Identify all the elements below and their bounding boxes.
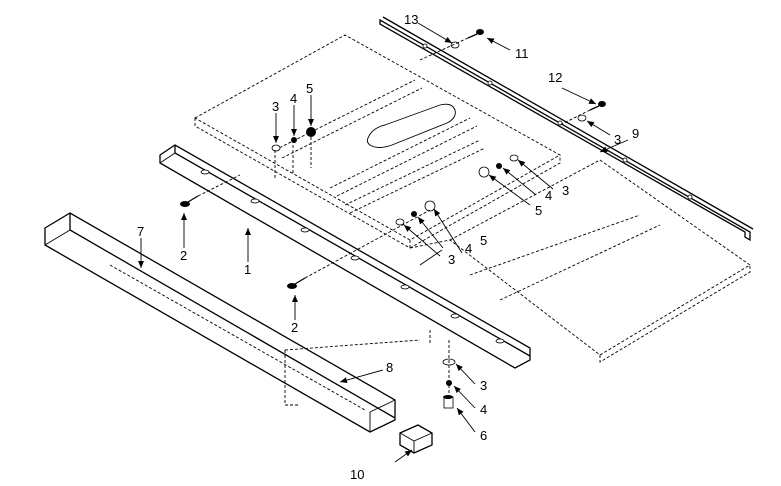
callout-7: 7	[137, 224, 144, 239]
callout-9: 9	[632, 126, 639, 141]
callout-11: 11	[515, 46, 529, 61]
callout-2-upper: 2	[180, 248, 187, 263]
callout-6: 6	[480, 428, 487, 443]
rail-hole-rows	[274, 79, 486, 214]
callout-3-top-left: 3	[272, 99, 279, 114]
callout-4-middle: 4	[545, 188, 552, 203]
callout-5-lower: 5	[480, 233, 487, 248]
insert-slot	[366, 103, 456, 148]
part-1-front-rail	[159, 144, 531, 369]
part-9-rear-rail	[379, 16, 754, 242]
callout-3-lower: 3	[448, 252, 455, 267]
callout-3-middle: 3	[562, 183, 569, 198]
hardware-bolts	[180, 29, 606, 409]
callout-2-lower: 2	[291, 320, 298, 335]
callout-5-top-left: 5	[306, 81, 313, 96]
callout-labels: 1 2 2 3 3 3 3 3 4 4 4 4 5 5 5 6 7 8 9 10…	[137, 12, 639, 482]
callout-1: 1	[244, 262, 251, 277]
callout-4-leg: 4	[480, 402, 487, 417]
part-10-end-cap	[399, 424, 433, 454]
assembly-centerlines	[197, 37, 591, 395]
table-top-outline	[194, 34, 751, 406]
callout-3-right: 3	[614, 132, 621, 147]
callout-4-lower: 4	[465, 241, 472, 256]
callout-8: 8	[386, 360, 393, 375]
callout-13: 13	[404, 12, 418, 27]
callout-3-leg: 3	[480, 378, 487, 393]
part-8-square-tube	[44, 212, 396, 433]
callout-12: 12	[548, 70, 562, 85]
callout-10: 10	[350, 467, 364, 482]
callout-5-middle: 5	[535, 203, 542, 218]
callout-4-top-left: 4	[290, 91, 297, 106]
leader-lines	[138, 22, 629, 463]
